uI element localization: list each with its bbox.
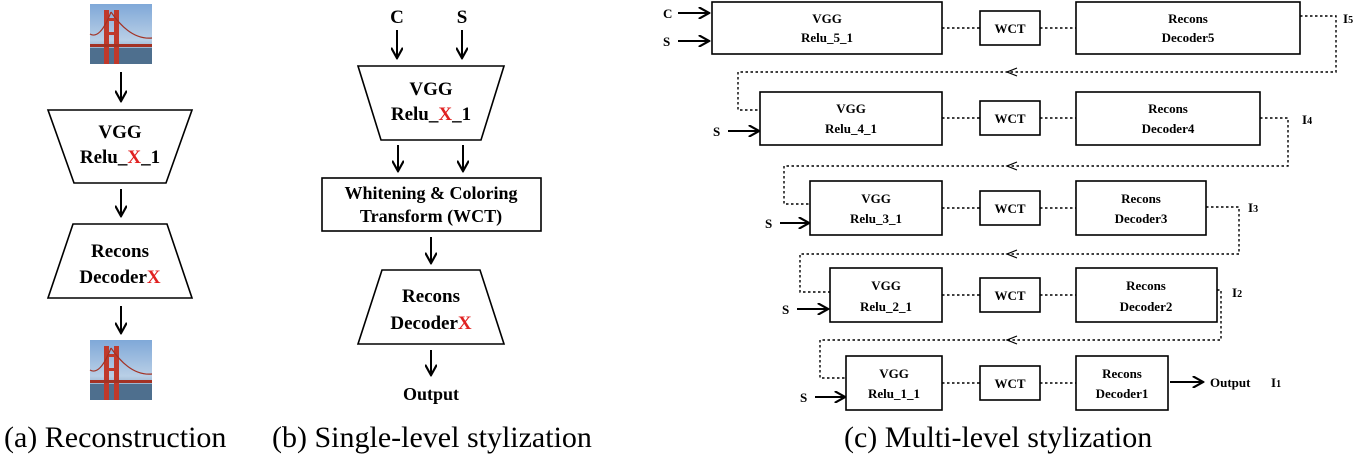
output-label-b: Output bbox=[403, 384, 459, 404]
decoder-label-4a: Recons bbox=[1148, 101, 1188, 116]
wct-label-4: WCT bbox=[994, 111, 1025, 126]
level-2: S VGG Relu_2_1 WCT Recons Decoder2 I2 bbox=[782, 267, 1242, 379]
input-s-label-3: S bbox=[765, 216, 772, 231]
input-c-label-c: C bbox=[663, 6, 672, 21]
decoder-label-5a: Recons bbox=[1168, 11, 1208, 26]
panel-b: C S VGG Relu_X_1 Whitening & Coloring Tr… bbox=[272, 7, 592, 454]
decoder-label-3a: Recons bbox=[1121, 191, 1161, 206]
panel-c: C S VGG Relu_5_1 WCT Recons Decoder5 I5 … bbox=[663, 1, 1353, 454]
wct-box-2 bbox=[979, 277, 1041, 313]
relu-label-4: Relu_4_1 bbox=[825, 121, 877, 136]
level-5: VGG Relu_5_1 WCT Recons Decoder5 I5 bbox=[711, 1, 1353, 111]
vgg-box-3 bbox=[809, 180, 943, 236]
decoder-x-label: DecoderX bbox=[79, 267, 161, 288]
vgg-label-3: VGG bbox=[861, 191, 891, 206]
relu-label-5: Relu_5_1 bbox=[801, 30, 853, 45]
wct-label-5: WCT bbox=[994, 21, 1025, 36]
wct-label-line2: Transform (WCT) bbox=[360, 206, 502, 227]
feedback-4-to-3 bbox=[783, 117, 1289, 205]
wct-box-1 bbox=[979, 365, 1041, 401]
input-s-label-4: S bbox=[713, 124, 720, 139]
decoder-box-4 bbox=[1075, 91, 1261, 146]
decoder-label-b: Recons bbox=[402, 286, 460, 307]
level-1: S VGG Relu_1_1 WCT Recons Decoder1 Outpu… bbox=[800, 355, 1281, 411]
wct-label-1: WCT bbox=[994, 376, 1025, 391]
feedback-3-to-2 bbox=[799, 206, 1240, 293]
caption-a: (a) Reconstruction bbox=[4, 421, 226, 454]
decoder-label-1b: Decoder1 bbox=[1096, 386, 1149, 401]
wct-label-3: WCT bbox=[994, 201, 1025, 216]
relu-label-3: Relu_3_1 bbox=[850, 211, 902, 226]
wct-box-b bbox=[321, 177, 542, 232]
wct-label-line1: Whitening & Coloring bbox=[344, 183, 517, 203]
decoder-label-2a: Recons bbox=[1126, 278, 1166, 293]
decoder-label-4b: Decoder4 bbox=[1142, 121, 1195, 136]
encoder-relu-label-b: Relu_X_1 bbox=[391, 104, 471, 125]
feedback-5-to-4 bbox=[737, 15, 1337, 111]
input-c-label: C bbox=[390, 7, 404, 28]
output-i3-label: I3 bbox=[1248, 200, 1258, 215]
relu-label-2: Relu_2_1 bbox=[860, 299, 912, 314]
decoder-shape bbox=[46, 223, 194, 299]
level-4: S VGG Relu_4_1 WCT Recons Decoder4 I4 bbox=[713, 91, 1312, 205]
output-i5-label: I5 bbox=[1343, 11, 1353, 26]
encoder-relu-label: Relu_X_1 bbox=[80, 147, 160, 168]
decoder-box-5 bbox=[1075, 1, 1301, 55]
vgg-label-4: VGG bbox=[836, 101, 866, 116]
feedback-arrowhead-3 bbox=[1005, 249, 1018, 259]
vgg-encoder-shape bbox=[46, 109, 194, 184]
vgg-label-2: VGG bbox=[871, 278, 901, 293]
output-image-bridge bbox=[89, 340, 153, 400]
decoder-label-5b: Decoder5 bbox=[1162, 30, 1215, 45]
encoder-label-b: VGG bbox=[409, 79, 453, 100]
caption-c: (c) Multi-level stylization bbox=[844, 421, 1152, 454]
vgg-label-5: VGG bbox=[812, 11, 842, 26]
feedback-arrowhead-5 bbox=[1005, 67, 1018, 77]
input-s-label-c: S bbox=[663, 34, 670, 49]
panel-a: VGG Relu_X_1 Recons DecoderX (a) Reconst… bbox=[4, 4, 226, 454]
output-i2-label: I2 bbox=[1232, 285, 1242, 300]
feedback-2-to-1 bbox=[819, 289, 1222, 379]
caption-b: (b) Single-level stylization bbox=[272, 421, 592, 454]
input-image-bridge bbox=[89, 4, 153, 64]
output-i1-label: I1 bbox=[1271, 375, 1281, 390]
encoder-label: VGG bbox=[98, 122, 142, 143]
feedback-arrowhead-4 bbox=[1005, 161, 1018, 171]
decoder-label: Recons bbox=[91, 241, 149, 262]
vgg-box-5 bbox=[711, 1, 943, 55]
decoder-box-3 bbox=[1075, 180, 1207, 236]
decoder-x-label-b: DecoderX bbox=[390, 313, 472, 334]
relu-label-1: Relu_1_1 bbox=[868, 386, 920, 401]
input-s-label-2: S bbox=[782, 302, 789, 317]
input-s-label-1: S bbox=[800, 390, 807, 405]
input-s-label: S bbox=[457, 7, 468, 28]
decoder-box-2 bbox=[1075, 267, 1218, 323]
vgg-box-4 bbox=[759, 91, 943, 146]
wct-box-4 bbox=[979, 100, 1041, 136]
vgg-encoder-shape-b bbox=[356, 65, 506, 141]
decoder-label-1a: Recons bbox=[1102, 366, 1142, 381]
feedback-arrowhead-2 bbox=[1005, 335, 1018, 345]
decoder-box-1 bbox=[1075, 355, 1169, 411]
output-i4-label: I4 bbox=[1302, 112, 1312, 127]
decoder-shape-b bbox=[356, 269, 506, 345]
output-label-c: Output bbox=[1210, 375, 1251, 390]
decoder-label-2b: Decoder2 bbox=[1120, 299, 1173, 314]
vgg-label-1: VGG bbox=[879, 366, 909, 381]
wct-label-2: WCT bbox=[994, 288, 1025, 303]
wct-box-5 bbox=[979, 10, 1041, 46]
vgg-box-1 bbox=[845, 355, 943, 411]
decoder-label-3b: Decoder3 bbox=[1115, 211, 1168, 226]
level-3: S VGG Relu_3_1 WCT Recons Decoder3 I3 bbox=[765, 180, 1258, 293]
vgg-box-2 bbox=[829, 267, 943, 323]
